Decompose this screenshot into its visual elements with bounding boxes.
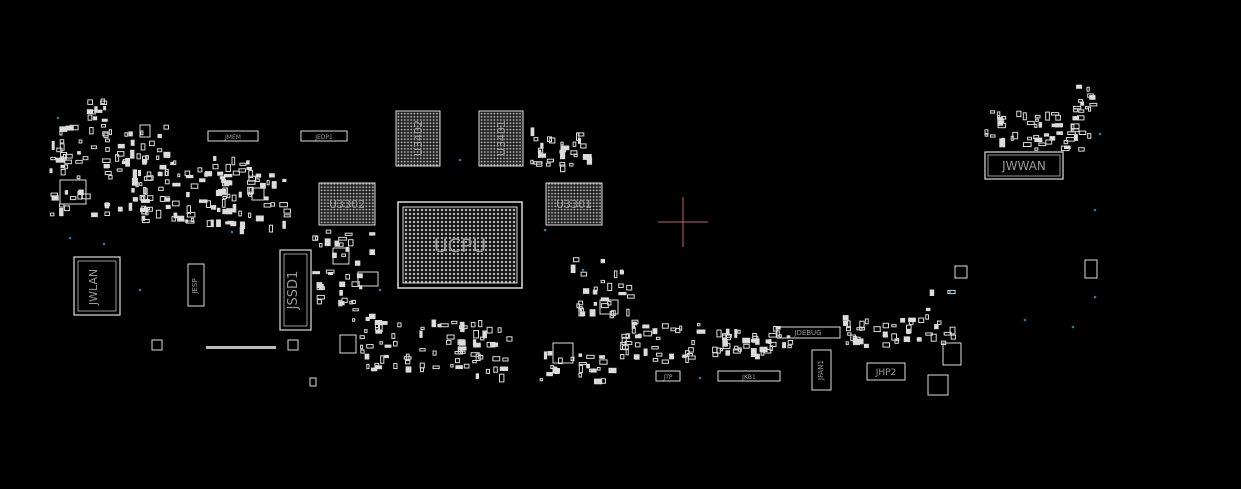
jesp-connector[interactable]: JESP	[187, 263, 205, 307]
jhp2-ref-label: JHP2	[875, 368, 897, 378]
jhp2-connector[interactable]: JHP2	[866, 362, 906, 381]
jedp-connector[interactable]: JEDP1	[300, 130, 348, 142]
cpu-footprint[interactable]: UCPU	[397, 201, 523, 289]
jkb1-ref-label: JKB1	[741, 374, 756, 381]
jfan1-connector[interactable]: JFAN1	[811, 349, 832, 391]
jtp-connector[interactable]: JTP	[655, 370, 681, 382]
jssd1-connector[interactable]: JSSD1	[279, 249, 312, 331]
bottom-connector-strip	[206, 346, 276, 349]
jwlan-connector[interactable]: JWLAN	[73, 256, 121, 316]
component-field	[49, 84, 1098, 396]
jmem-connector[interactable]: JMEM	[207, 130, 259, 142]
u3302-footprint[interactable]: U3302	[318, 182, 376, 226]
jmem-ref-label: JMEM	[224, 134, 241, 141]
jwlan-ref-label: JWLAN	[87, 269, 100, 306]
jwwan-connector[interactable]: JWWAN	[984, 151, 1064, 180]
crosshair-cursor	[658, 197, 708, 247]
cpu-ref-label: UCPU	[434, 235, 487, 257]
u3301-ref-label: U3301	[556, 198, 592, 211]
jdebug-connector[interactable]: JDEBUG	[776, 326, 841, 339]
jwwan-ref-label: JWWAN	[1001, 159, 1046, 173]
u3301-footprint[interactable]: U3301	[545, 182, 603, 226]
jedp-ref-label: JEDP1	[314, 134, 333, 141]
u3401-ref-label: U3401	[495, 120, 508, 156]
jtp-ref-label: JTP	[662, 374, 672, 381]
jdebug-ref-label: JDEBUG	[793, 329, 821, 337]
u3402-ref-label: U3402	[412, 120, 425, 156]
u3402-footprint[interactable]: U3402	[395, 110, 441, 167]
via-field	[56, 116, 1102, 380]
jssd1-ref-label: JSSD1	[286, 271, 301, 311]
u3302-ref-label: U3302	[329, 198, 365, 211]
jfan1-ref-label: JFAN1	[817, 360, 825, 381]
jkb1-connector[interactable]: JKB1	[717, 370, 781, 382]
jesp-ref-label: JESP	[191, 278, 199, 294]
u3401-footprint[interactable]: U3401	[478, 110, 524, 167]
